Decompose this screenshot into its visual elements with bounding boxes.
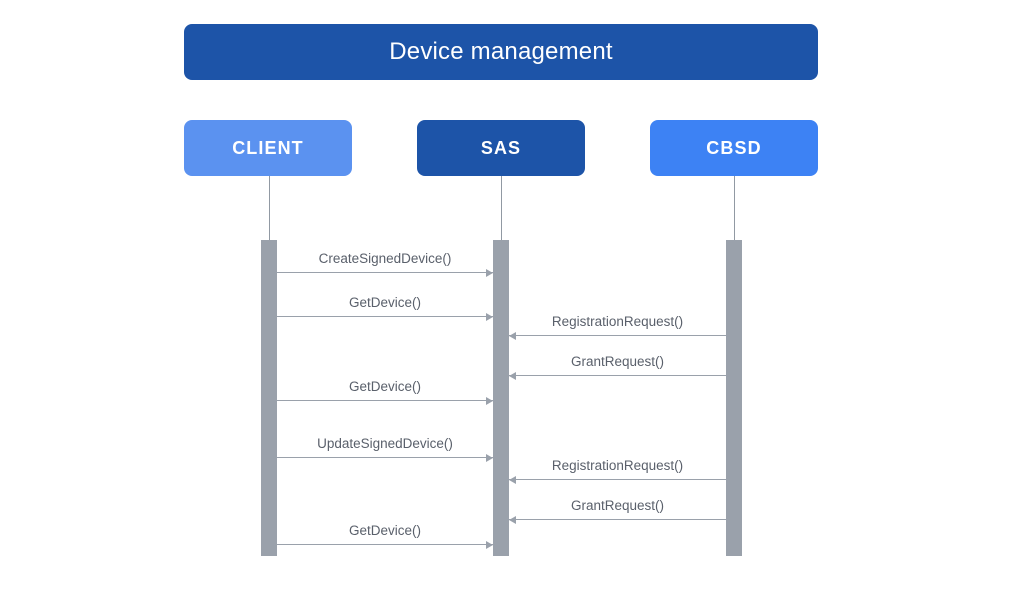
message-line: [277, 272, 493, 273]
arrow-left-icon: [509, 515, 516, 524]
arrow-left-icon: [509, 371, 516, 380]
message-line: [277, 544, 493, 545]
lifeline-client: [269, 176, 270, 240]
lifeline-sas: [501, 176, 502, 240]
message-label: CreateSignedDevice(): [318, 250, 452, 266]
message-label: UpdateSignedDevice(): [317, 435, 453, 451]
message-label: GetDevice(): [348, 522, 421, 538]
message-line: [509, 479, 726, 480]
lifeline-cbsd: [734, 176, 735, 240]
message-line: [277, 457, 493, 458]
message-label: GetDevice(): [348, 378, 421, 394]
participant-label-client: CLIENT: [232, 138, 304, 158]
activation-bar-sas: [493, 240, 509, 556]
message-label: GetDevice(): [348, 294, 421, 310]
message-line: [509, 519, 726, 520]
participant-box-cbsd[interactable]: CBSD: [650, 120, 818, 176]
message-label: GrantRequest(): [570, 497, 665, 513]
message-line: [509, 375, 726, 376]
participant-label-sas: SAS: [480, 138, 522, 158]
diagram-title: Device management: [389, 38, 613, 65]
arrow-left-icon: [509, 475, 516, 484]
arrow-right-icon: [486, 453, 493, 462]
message-line: [277, 400, 493, 401]
arrow-right-icon: [486, 268, 493, 277]
participant-box-client[interactable]: CLIENT: [184, 120, 352, 176]
arrow-right-icon: [486, 396, 493, 405]
message-line: [277, 316, 493, 317]
participant-box-sas[interactable]: SAS: [417, 120, 585, 176]
diagram-title-bar: Device management: [184, 24, 818, 80]
message-label: RegistrationRequest(): [551, 313, 684, 329]
arrow-right-icon: [486, 312, 493, 321]
message-label: GrantRequest(): [570, 353, 665, 369]
message-label: RegistrationRequest(): [551, 457, 684, 473]
arrow-left-icon: [509, 331, 516, 340]
participant-label-cbsd: CBSD: [706, 138, 762, 158]
message-line: [509, 335, 726, 336]
activation-bar-client: [261, 240, 277, 556]
arrow-right-icon: [486, 540, 493, 549]
activation-bar-cbsd: [726, 240, 742, 556]
